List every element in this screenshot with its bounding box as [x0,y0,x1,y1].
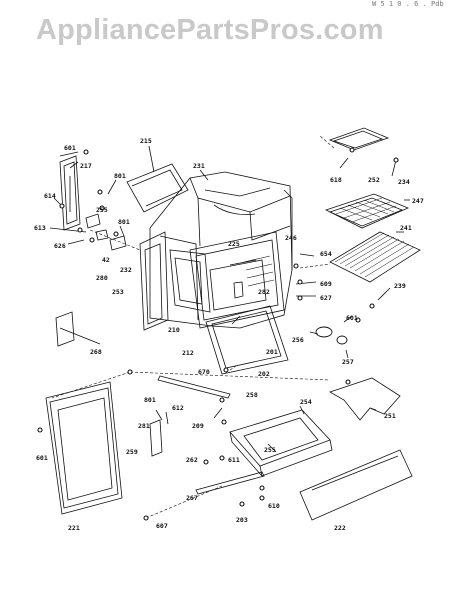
watermark-logo: AppliancePartsPros.com [36,14,384,46]
top-panel-215 [126,163,189,213]
label-255: 255 [96,206,108,214]
label-259: 259 [126,448,138,456]
label-255b: 255 [264,446,276,454]
label-609: 609 [320,280,332,288]
label-252: 252 [368,176,380,184]
bracket-icon [85,213,101,229]
label-258: 258 [246,391,258,399]
drawer-front-222 [299,449,413,521]
label-239: 239 [394,282,406,290]
label-254: 254 [300,398,312,406]
label-282: 282 [258,288,270,296]
label-256: 256 [292,336,304,344]
label-241: 241 [400,224,412,232]
label-203: 203 [236,516,248,524]
label-613: 613 [34,224,46,232]
label-280: 280 [96,274,108,282]
label-614: 614 [44,192,56,200]
label-610: 610 [268,502,280,510]
label-601b: 601 [346,314,358,322]
label-231: 231 [193,162,205,170]
label-232: 232 [120,266,132,274]
broil-pan-247 [324,193,410,229]
oven-door-outer-221 [45,381,123,515]
label-627: 627 [320,294,332,302]
label-209: 209 [192,422,204,430]
label-202: 202 [258,370,270,378]
drawer-254 [229,409,333,477]
rail-267 [195,471,265,495]
label-246: 246 [285,234,297,242]
hinge-281 [149,419,163,457]
label-42: 42 [102,256,110,264]
screw-icon [37,147,399,521]
label-267: 267 [186,494,198,502]
label-257: 257 [342,358,354,366]
header-code: W 5 1 0 . 6 . Pdb [372,0,444,8]
label-262: 262 [186,456,198,464]
label-215: 215 [140,137,152,145]
label-221: 221 [68,524,80,532]
oven-body-231 [149,171,293,329]
label-601a: 601 [64,144,76,152]
label-210: 210 [168,326,180,334]
label-654: 654 [320,250,332,258]
label-601c: 601 [36,454,48,462]
label-212: 212 [182,349,194,357]
label-222: 222 [334,524,346,532]
label-618: 618 [330,176,342,184]
oven-rack-241 [329,231,421,283]
label-801b: 801 [118,218,130,226]
label-201: 201 [266,348,278,356]
label-225: 225 [228,240,240,248]
label-611: 611 [228,456,240,464]
label-281: 281 [138,422,150,430]
label-801a: 801 [114,172,126,180]
door-gasket-inner [211,310,282,369]
leader-lines [51,135,335,519]
label-670: 670 [198,368,210,376]
side-panel-253 [139,231,169,331]
label-253: 253 [112,288,124,296]
broil-pan-insert-252 [328,127,390,151]
bracket-217 [59,155,81,231]
oven-door-inner-201 [189,231,285,329]
part-labels: 215 231 601 217 801 614 255 613 801 626 … [34,137,424,532]
rail-258 [157,375,231,399]
label-217: 217 [80,162,92,170]
label-234: 234 [398,178,410,186]
label-251: 251 [384,412,396,420]
label-247: 247 [412,197,424,205]
bracket-251 [329,377,401,421]
light-socket-256 [315,326,348,345]
label-leaders [49,145,410,453]
label-801c: 801 [144,396,156,404]
label-268: 268 [90,348,102,356]
label-607: 607 [156,522,168,530]
label-612: 612 [172,404,184,412]
door-gasket-202 [205,305,289,375]
plate-268 [55,311,75,347]
switch-42 [109,235,127,251]
label-626: 626 [54,242,66,250]
